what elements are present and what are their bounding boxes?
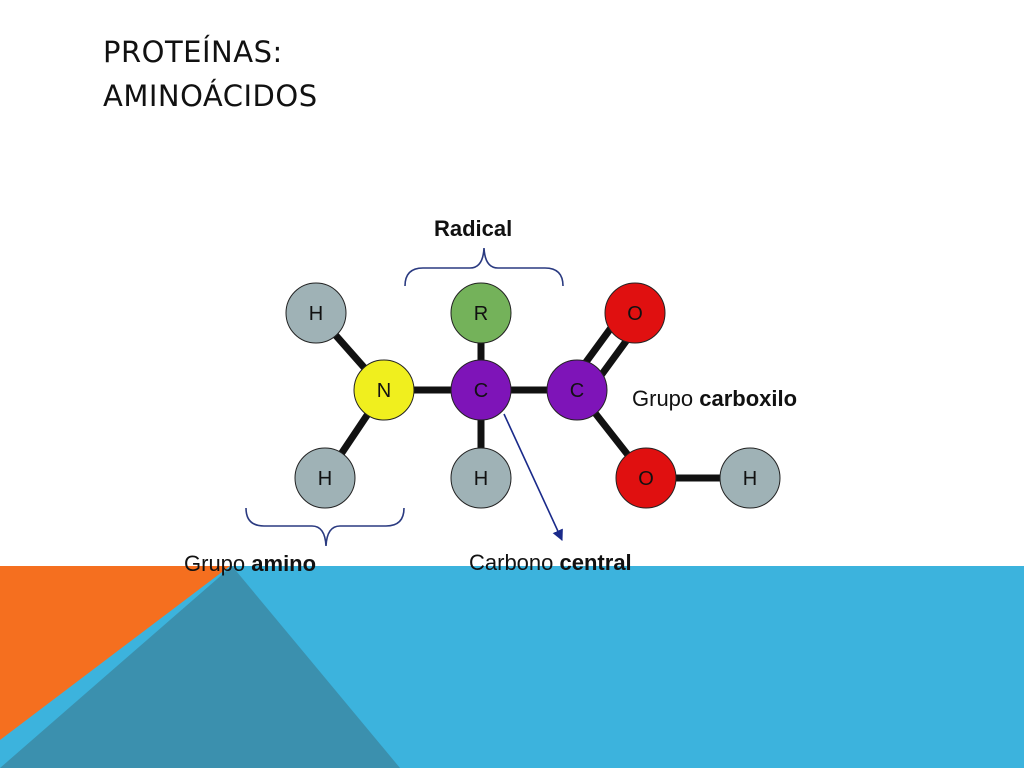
atom-o-double: O [604,282,666,344]
amino-label-bold: amino [251,551,317,576]
amino-group-label: Grupo amino [184,551,316,577]
atom-sphere [546,359,608,421]
atom-sphere [450,282,512,344]
atom-h-amino-bottom: H [294,447,356,509]
atom-label-c: C [570,380,584,402]
atom-sphere [450,447,512,509]
atom-label-c: C [474,380,488,402]
atom-label-h: H [743,468,757,490]
atom-label-n: N [377,380,391,402]
atom-sphere [294,447,356,509]
atom-h-hydroxyl: H [719,447,781,509]
slide-title: PROTEÍNAS: AMINOÁCIDOS [103,30,318,118]
atom-c-alpha: C [450,359,512,421]
atom-sphere [353,359,415,421]
central-carbon-arrow [503,413,563,542]
atom-n: N [353,359,415,421]
atom-label-r: R [474,303,488,325]
atom-sphere [450,359,512,421]
atom-h-alpha: H [450,447,512,509]
carboxyl-label-prefix: Grupo [632,386,700,411]
atom-label-o: O [627,303,643,325]
footer-overlap-triangle [0,566,400,768]
atom-sphere [285,282,347,344]
atom-c-carboxyl: C [546,359,608,421]
atom-sphere [615,447,677,509]
atom-sphere [719,447,781,509]
radical-brace [404,247,564,287]
atom-label-h: H [309,303,323,325]
central-carbon-label: Carbono central [469,550,632,576]
central-label-prefix: Carbono [469,550,560,575]
atom-label-o: O [638,468,654,490]
atom-label-h: H [474,468,488,490]
carboxyl-group-label: Grupo carboxilo [632,386,797,412]
amino-label-prefix: Grupo [184,551,252,576]
central-label-bold: central [559,550,632,575]
slide-title-line-1: PROTEÍNAS: [103,35,283,69]
slide-title-line-2: AMINOÁCIDOS [103,79,318,113]
atom-h-amino-top: H [285,282,347,344]
atom-sphere [604,282,666,344]
carboxyl-label-bold: carboxilo [699,386,798,411]
radical-label: Radical [434,216,513,241]
atom-o-hydroxyl: O [615,447,677,509]
atom-label-h: H [318,468,332,490]
footer-orange-triangle [0,566,230,740]
amino-group-brace [245,507,405,547]
atom-r: R [450,282,512,344]
